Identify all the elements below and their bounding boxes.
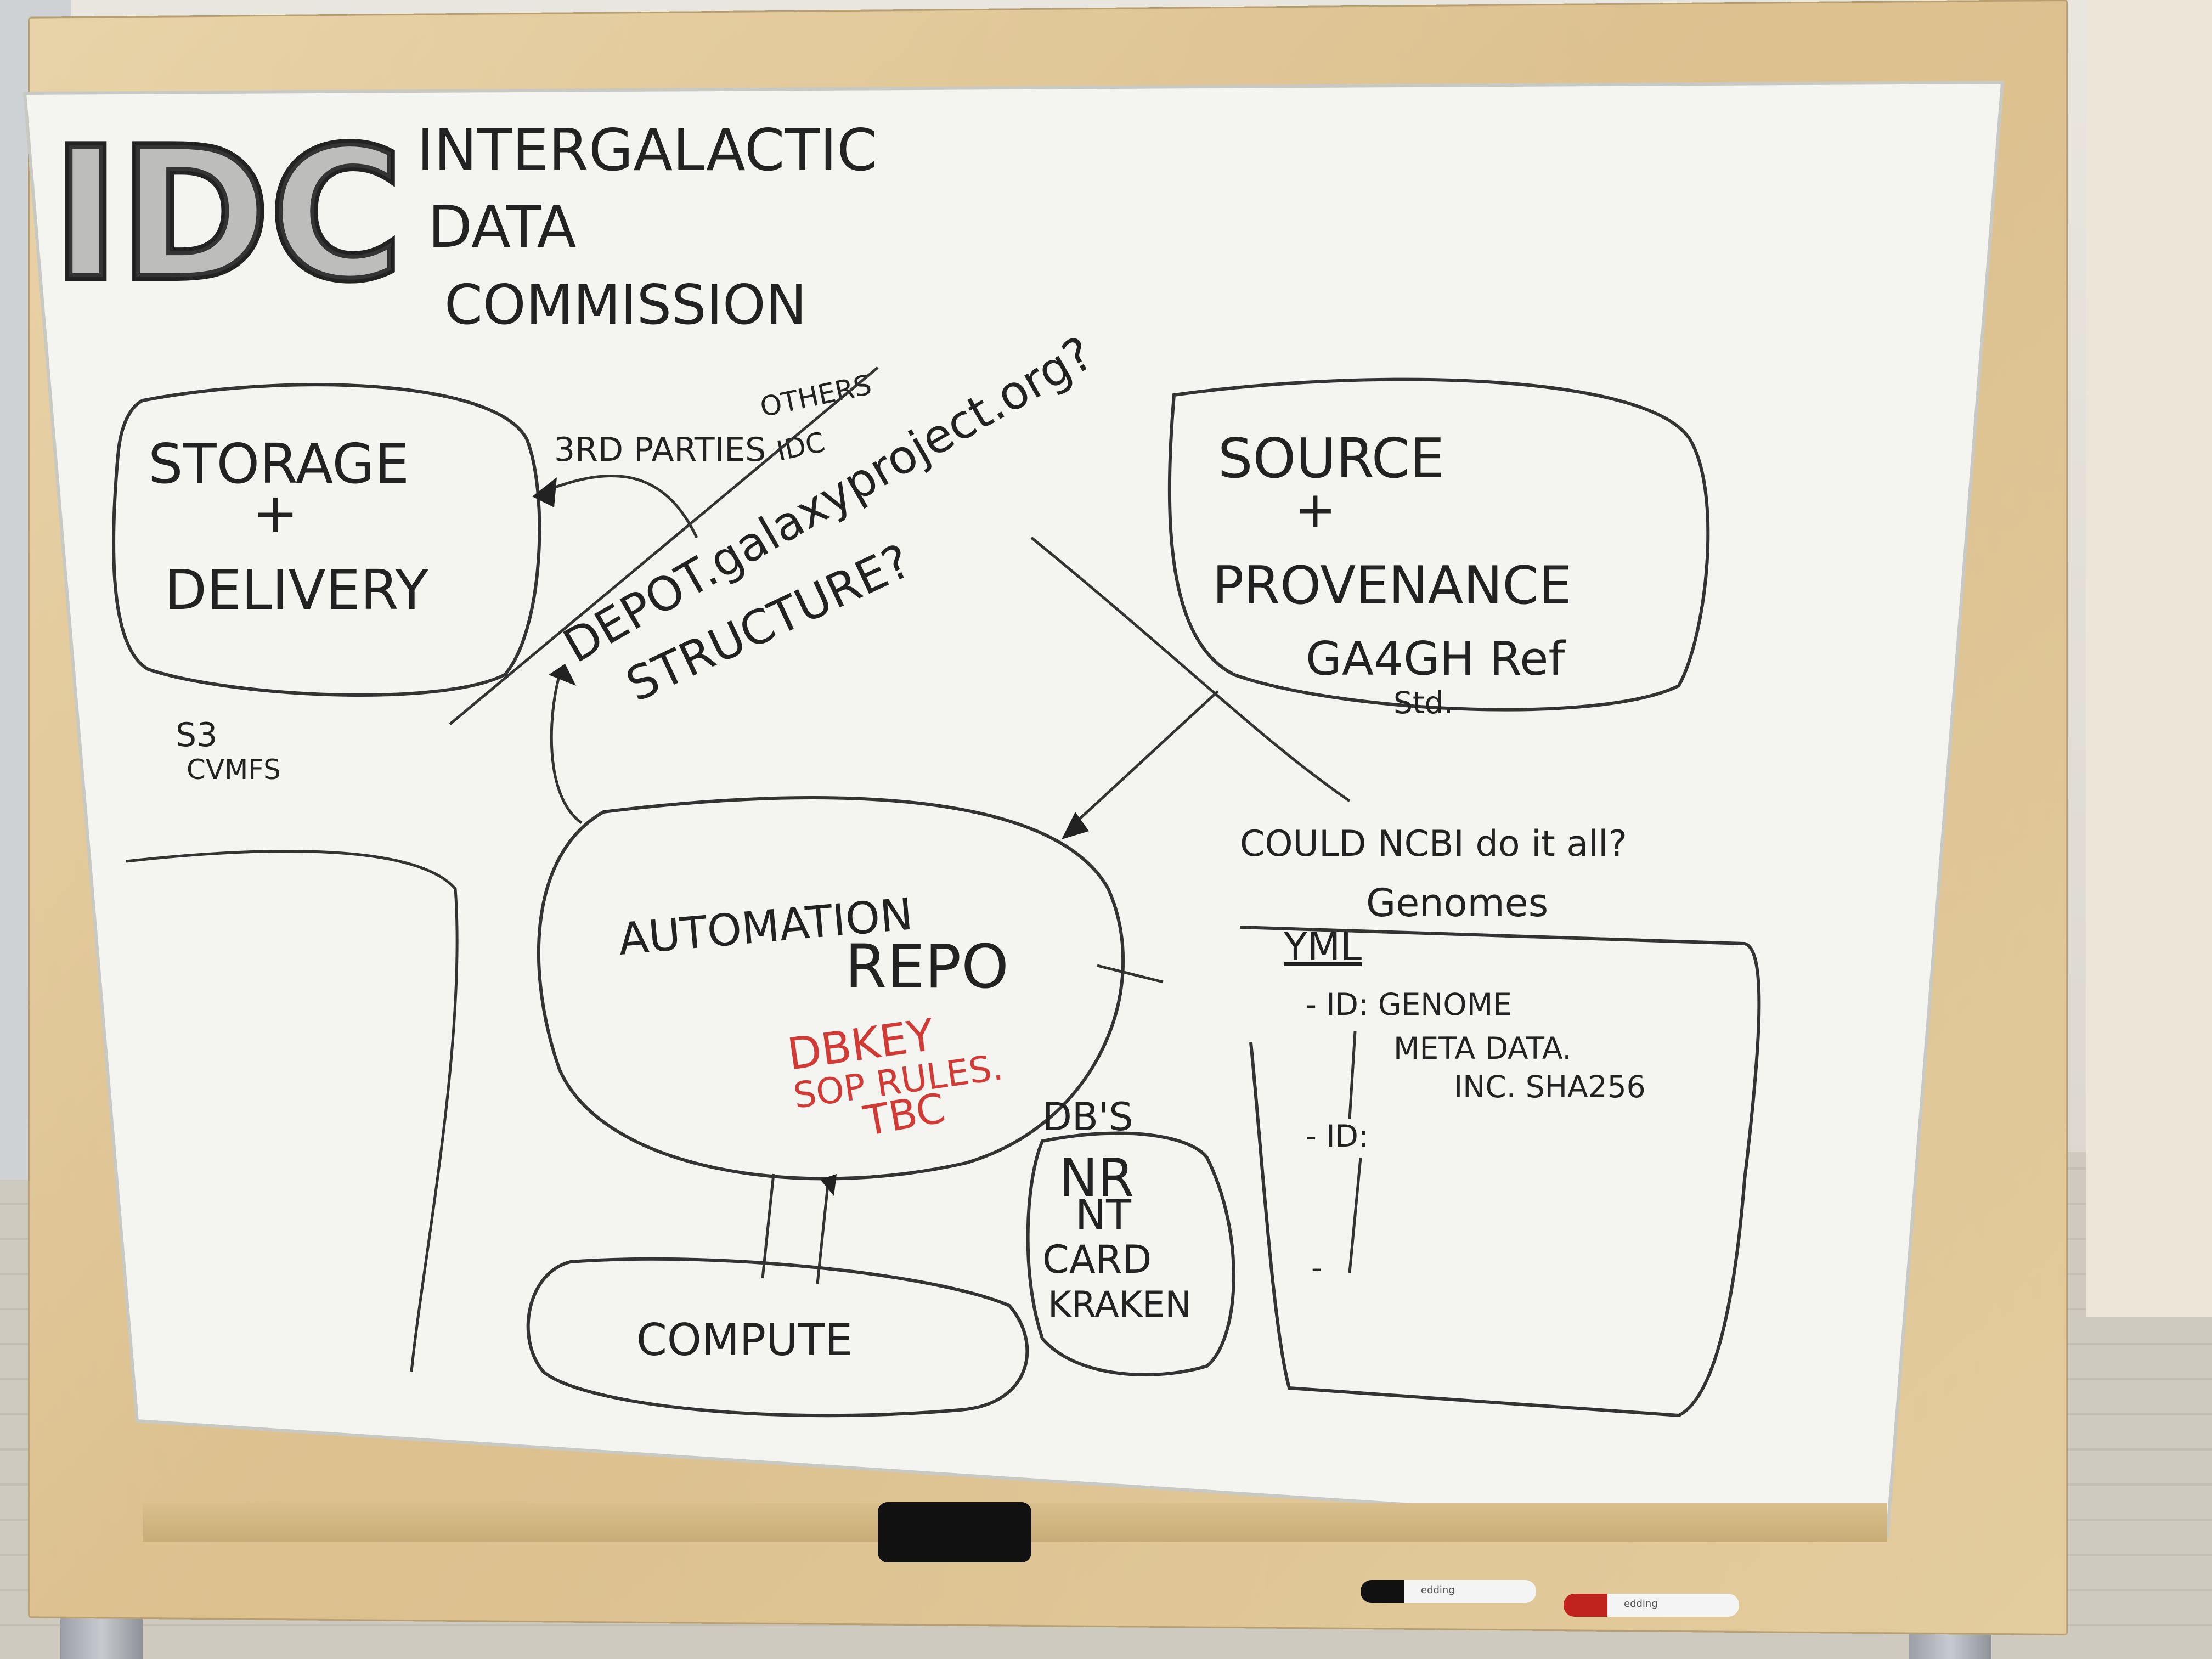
genomes-note: Genomes bbox=[1366, 881, 1548, 926]
source-line-2: PROVENANCE bbox=[1212, 556, 1572, 616]
yml-line-1: - ID: GENOME bbox=[1306, 987, 1512, 1022]
storage-line-2: DELIVERY bbox=[165, 558, 429, 622]
automation-line-2: REPO bbox=[845, 932, 1009, 1002]
idc-logo: IDC IDC bbox=[48, 105, 407, 324]
yml-line-2: META DATA. bbox=[1393, 1031, 1572, 1066]
idc-logo-text: IDC bbox=[52, 109, 403, 320]
red-marker[interactable]: edding bbox=[1564, 1594, 1739, 1617]
source-line-3: GA4GH Ref bbox=[1306, 632, 1566, 686]
source-arrowhead bbox=[1062, 812, 1089, 839]
third-parties-label: 3RD PARTIES bbox=[554, 431, 766, 469]
yml-arrow-2 bbox=[1348, 1157, 1362, 1273]
yml-line-3: INC. SHA256 bbox=[1454, 1069, 1646, 1104]
eraser[interactable] bbox=[878, 1502, 1031, 1562]
storage-line-1: STORAGE bbox=[148, 432, 409, 496]
source-line-4: Std. bbox=[1393, 685, 1453, 720]
storage-plus: + bbox=[252, 481, 298, 545]
source-line-1: SOURCE bbox=[1218, 426, 1444, 490]
yml-arrow-1 bbox=[1348, 1031, 1357, 1120]
compute-to-repo-arrow bbox=[816, 1179, 830, 1284]
title-line-2: DATA bbox=[428, 194, 577, 261]
storage-note-s3: S3 bbox=[176, 716, 217, 754]
compute-bubble bbox=[526, 1257, 1029, 1418]
compute-label: COMPUTE bbox=[636, 1314, 853, 1365]
source-plus: + bbox=[1295, 481, 1336, 539]
title-line-3: COMMISSION bbox=[444, 273, 807, 337]
repo-to-compute-arrow bbox=[761, 1173, 775, 1279]
yml-line-4: - ID: bbox=[1306, 1119, 1368, 1154]
db-item-kraken: KRAKEN bbox=[1048, 1284, 1192, 1325]
red-marker-label: edding bbox=[1624, 1598, 1658, 1610]
automation-bubble bbox=[537, 796, 1125, 1181]
source-bubble bbox=[1167, 377, 1710, 712]
automation-to-depot-arrow bbox=[550, 674, 583, 825]
db-item-nt: NT bbox=[1075, 1190, 1132, 1239]
automation-to-yml-arrow bbox=[1097, 964, 1164, 984]
dbs-bubble bbox=[1026, 1131, 1235, 1376]
db-item-nr: NR bbox=[1059, 1148, 1134, 1209]
ncbi-line bbox=[1030, 537, 1351, 803]
title-line-1: INTERGALACTIC bbox=[417, 117, 877, 184]
ncbi-question: COULD NCBI do it all? bbox=[1240, 823, 1627, 865]
source-arrow bbox=[1074, 690, 1219, 824]
background-right-wall bbox=[2086, 0, 2212, 1317]
divider-line bbox=[449, 366, 879, 725]
third-parties-arrow bbox=[537, 475, 698, 539]
compute-arrowhead bbox=[820, 1174, 837, 1196]
yml-box bbox=[1239, 926, 1761, 1418]
third-parties-arrowhead bbox=[532, 477, 557, 507]
idc-logo-hatch: IDC bbox=[52, 109, 403, 320]
empty-region-lines bbox=[126, 850, 459, 1372]
storage-note-cvmfs: CVMFS bbox=[187, 754, 281, 786]
automation-arrowhead bbox=[549, 664, 576, 686]
db-item-card: CARD bbox=[1042, 1237, 1152, 1282]
black-marker-label: edding bbox=[1421, 1584, 1455, 1596]
yml-line-5: - bbox=[1311, 1250, 1322, 1285]
yml-header: YML bbox=[1283, 924, 1362, 969]
storage-bubble bbox=[112, 383, 541, 697]
black-marker[interactable]: edding bbox=[1361, 1580, 1536, 1603]
whiteboard-surface bbox=[22, 80, 2005, 1538]
